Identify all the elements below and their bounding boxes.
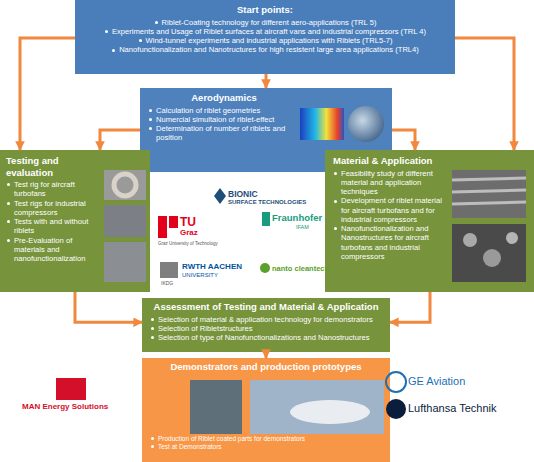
logo-text: IKDG [161, 280, 173, 286]
photo-detail [290, 400, 370, 424]
photo [104, 242, 146, 282]
photo [104, 205, 146, 237]
sem-detail [506, 232, 518, 244]
logo-icon [214, 188, 226, 204]
bullet-item: Selection of type of Nanofunctionalizati… [150, 333, 382, 342]
photo [190, 380, 242, 434]
logo-icon [56, 378, 86, 400]
flow-arrow [75, 292, 142, 322]
logo-text: TU [180, 215, 196, 229]
sem-detail [452, 178, 526, 204]
logo-text: RWTH AACHEN [182, 262, 242, 271]
box-title: Aerodynamics [148, 92, 300, 104]
flow-arrow [265, 352, 268, 358]
logo-icon [386, 399, 406, 419]
logo-text: BIONIC [228, 189, 258, 199]
box-title: Start points: [81, 4, 449, 16]
logo-text: IFAM [296, 224, 309, 230]
bullet-item: Selection of material & application tech… [150, 315, 382, 324]
photo-detail [114, 174, 136, 196]
photo [104, 170, 146, 200]
sem-detail [463, 233, 477, 247]
logo-icon [158, 216, 167, 238]
bullet-item: Test at Demonstrators [150, 443, 382, 451]
box-title: Material & Application [333, 155, 448, 167]
flow-arrow [455, 38, 514, 150]
simulation-image [300, 108, 344, 140]
flow-arrow [265, 74, 268, 88]
logo-text: SURFACE TECHNOLOGIES [228, 199, 306, 205]
process-box: Assessment of Testing and Material & App… [142, 298, 390, 352]
logo-text: Graz University of Technology [158, 241, 218, 246]
bullet-item: Selection of Ribletstructures [150, 324, 382, 333]
bullet-item: Nanofunctionalization and Nanotructures … [111, 45, 419, 54]
simulation-image [348, 106, 384, 142]
bullet-item: Feasibility study of different material … [333, 169, 448, 197]
bullet-item: Production of Riblet coated parts for de… [150, 435, 382, 443]
photo [250, 380, 384, 434]
bullet-item: Experiments and Usage of Riblet surfaces… [104, 27, 426, 36]
flow-arrow [392, 130, 415, 150]
bullet-item: Test rig for aircraft turbofans [6, 180, 98, 199]
logo-text: Lufthansa Technik [408, 402, 496, 414]
start-box: Start points: Riblet-Coating technology f… [75, 0, 455, 74]
logo-text: GE Aviation [408, 375, 465, 387]
logo-icon [169, 216, 178, 228]
flow-arrow [390, 292, 430, 322]
sem-detail [483, 249, 501, 267]
bullet-item: Nanofunctionalization and Nanostructures… [333, 224, 448, 261]
bullet-item: Determination of number of riblets and p… [148, 124, 300, 143]
bullet-item: Pre-Evaluation of materials and nanofunc… [6, 236, 98, 264]
bullet-item: Development of riblet material for aircr… [333, 196, 448, 224]
flow-arrow [100, 130, 140, 150]
bullet-item: Numercial simultaion of riblet-effect [148, 115, 300, 124]
bullet-item: Calculation of riblet geometries [148, 106, 300, 115]
logo-text: Graz [180, 228, 198, 237]
logo-icon [262, 212, 270, 226]
logo-text: UNIVERSITY [182, 272, 218, 278]
logo-text: MAN Energy Solutions [22, 402, 108, 411]
flow-arrow [20, 38, 75, 150]
bullet-item: Test rigs for industrial compressors [6, 199, 98, 218]
bullet-item: Tests with and without riblets [6, 217, 98, 236]
box-title: Testing and evaluation [6, 155, 98, 178]
bullet-item: Wind-tunnel experiments and industrial a… [138, 36, 393, 45]
logo-text: nanto cleantech [272, 264, 329, 273]
logo-icon [260, 263, 270, 273]
sem-image [452, 224, 526, 282]
box-title: Demonstrators and production prototypes [150, 361, 382, 373]
logo-icon [160, 262, 178, 278]
box-title: Assessment of Testing and Material & App… [150, 301, 382, 313]
sem-image [452, 170, 526, 218]
logo-text: Fraunhofer [272, 212, 322, 223]
partial-box [142, 452, 390, 462]
bullet-item: Riblet-Coating technology for different … [154, 18, 377, 27]
